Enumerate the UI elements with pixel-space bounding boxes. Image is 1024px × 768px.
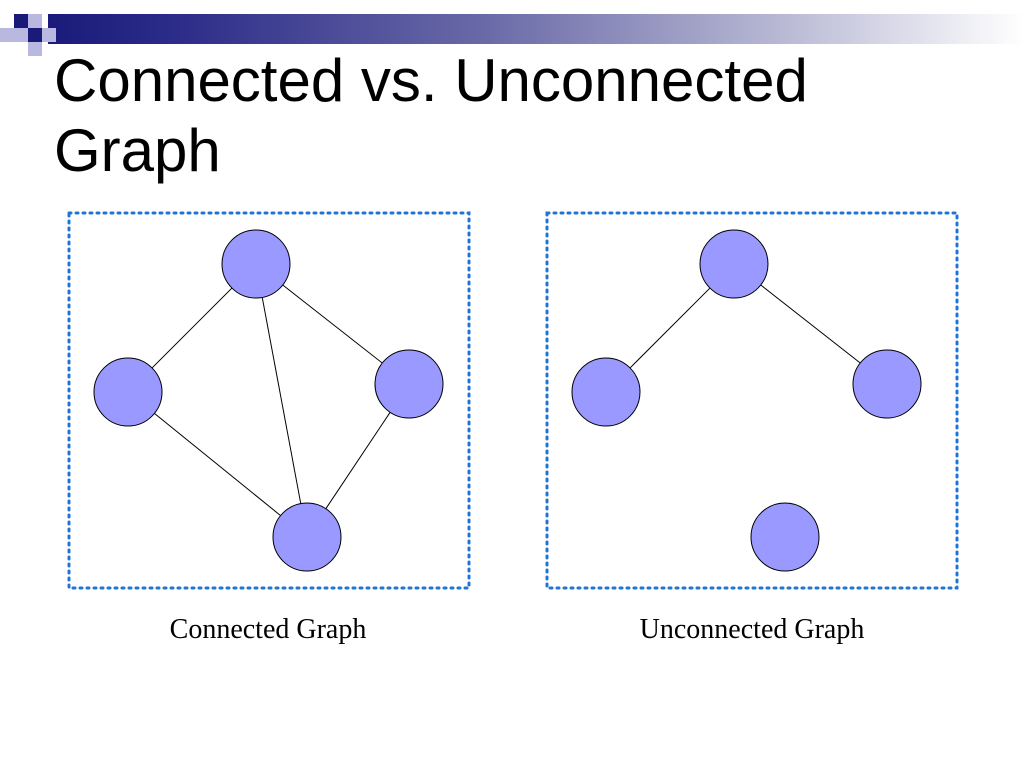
graph-edge-top-right <box>282 284 383 364</box>
graph-edge-top-left <box>629 287 711 369</box>
slide-title: Connected vs. Unconnected Graph <box>54 47 808 184</box>
graph-node-right <box>374 349 444 419</box>
unconnected-graph-caption: Unconnected Graph <box>639 614 865 645</box>
graph-edge-top-bottom <box>261 297 302 504</box>
graph-edge-right-bottom <box>325 412 391 509</box>
graph-edge-top-right <box>760 284 861 364</box>
corner-square <box>28 14 42 28</box>
dotted-frame <box>67 211 471 590</box>
corner-square <box>28 42 42 56</box>
graph-node-right <box>852 349 922 419</box>
connected-graph-caption: Connected Graph <box>169 614 367 645</box>
unconnected-graph-diagram <box>545 211 959 590</box>
corner-square <box>42 28 56 42</box>
graph-edge-left-bottom <box>154 413 281 516</box>
corner-square <box>0 28 14 42</box>
connected-graph-diagram <box>67 211 471 590</box>
graph-node-bottom <box>272 502 342 572</box>
dotted-frame <box>545 211 959 590</box>
graph-edge-top-left <box>151 287 233 369</box>
graph-node-top <box>221 229 291 299</box>
graph-node-left <box>571 357 641 427</box>
corner-square <box>28 28 42 42</box>
corner-square <box>14 14 28 28</box>
graph-node-left <box>93 357 163 427</box>
title-band-decoration <box>48 14 1024 44</box>
corner-square <box>14 28 28 42</box>
graph-node-top <box>699 229 769 299</box>
graph-node-bottom <box>750 502 820 572</box>
